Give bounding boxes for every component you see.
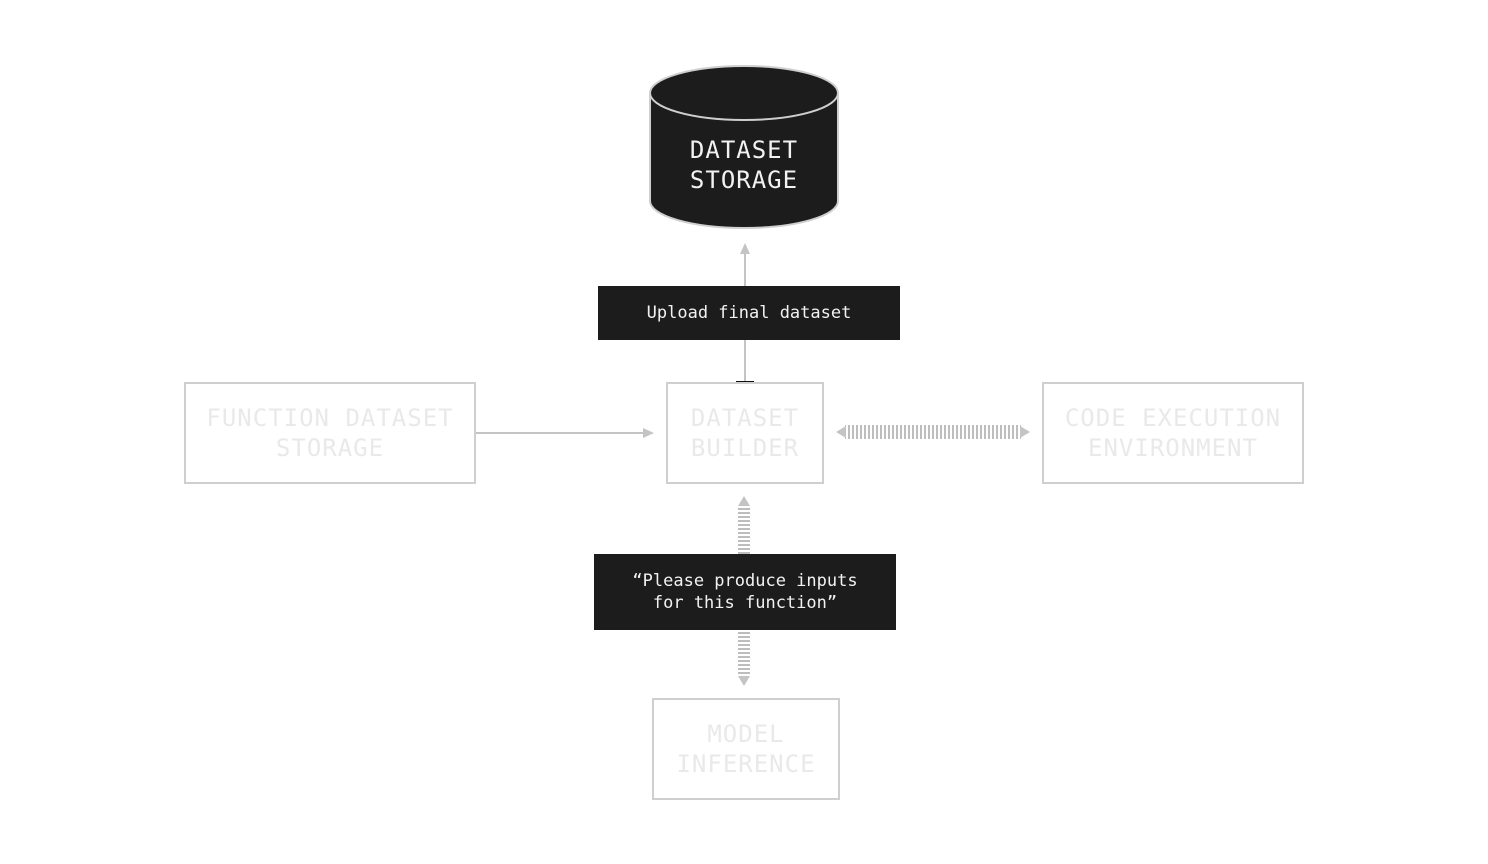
prompt-request-label: “Please produce inputs for this function…: [594, 554, 896, 630]
code-execution-environment-node: CODE EXECUTION ENVIRONMENT: [1042, 382, 1304, 484]
dataset-storage-cylinder: [649, 65, 839, 229]
function-dataset-storage-node: FUNCTION DATASET STORAGE: [184, 382, 476, 484]
dataset-builder-node: DATASET BUILDER: [666, 382, 824, 484]
arrow-builder-code-env: [836, 425, 1030, 439]
model-inference-node: MODEL INFERENCE: [652, 698, 840, 800]
arrow-function-storage-to-builder: [474, 425, 654, 441]
upload-final-dataset-label: Upload final dataset: [598, 286, 900, 340]
arrow-builder-model: [738, 496, 750, 686]
dataset-storage-label: DATASET STORAGE: [689, 136, 799, 194]
